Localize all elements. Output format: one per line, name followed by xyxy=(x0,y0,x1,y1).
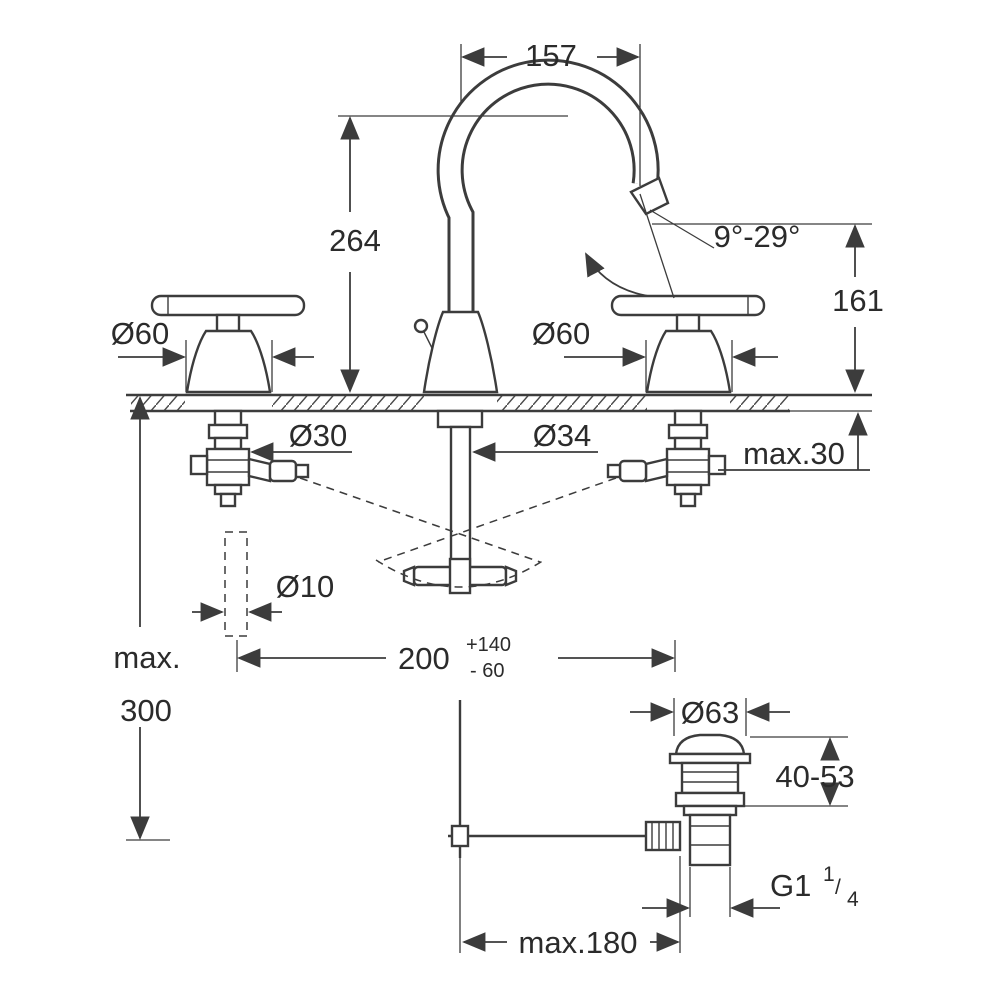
deck-hatch xyxy=(272,396,424,410)
waste-thread-denominator: 4 xyxy=(847,888,859,911)
left-handle-cone xyxy=(185,329,272,394)
right-handle-cone xyxy=(645,329,732,394)
swivel-range-dashed xyxy=(299,477,617,588)
spout-base-cone xyxy=(422,310,499,394)
pullrod-knob xyxy=(413,318,429,334)
dimension-lines xyxy=(118,47,868,952)
right-handle-lever xyxy=(610,294,766,317)
rod-clamp xyxy=(450,824,470,848)
angle-range-label: 9°-29° xyxy=(714,219,801,254)
extension-lines xyxy=(126,44,872,953)
dimension-labels: 157 264 9°-29° 161 Ø60 Ø60 Ø30 Ø34 max.3… xyxy=(111,38,884,960)
handle-dia-right-label: Ø60 xyxy=(532,316,591,351)
rod-dia-label: Ø10 xyxy=(276,569,335,604)
deck xyxy=(126,393,872,413)
waste-tailpiece xyxy=(688,813,732,867)
waste-height-range-label: 40-53 xyxy=(775,759,854,794)
handle-dia-left-label: Ø60 xyxy=(111,316,170,351)
angle-indicator xyxy=(585,193,715,299)
spread-minus-tolerance: - 60 xyxy=(470,660,504,682)
hole-dia-left-label: Ø30 xyxy=(289,418,348,453)
rod-to-waste-label: max.180 xyxy=(519,925,638,960)
spout-reach-label: 157 xyxy=(525,38,577,73)
left-handle-lever xyxy=(150,294,306,317)
hole-dia-center-label: Ø34 xyxy=(533,418,592,453)
rod-linkage xyxy=(448,700,646,858)
waste-dome xyxy=(674,733,746,756)
spread-plus-tolerance: +140 xyxy=(466,634,511,656)
outlet-height-label: 161 xyxy=(832,283,884,318)
right-valve-assembly xyxy=(606,409,727,508)
spread-label: 200 xyxy=(398,641,450,676)
center-shank xyxy=(402,409,518,595)
depth-max-value-label: 300 xyxy=(120,693,172,728)
left-handle-post xyxy=(215,313,241,333)
waste-thread-base-label: G1 xyxy=(770,868,811,903)
waste-assembly xyxy=(644,733,752,867)
deck-thickness-label: max.30 xyxy=(743,436,845,471)
knurled-nut xyxy=(644,820,682,852)
left-valve-assembly xyxy=(189,409,310,508)
waste-flange-dia-label: Ø63 xyxy=(681,695,740,730)
depth-max-word-label: max. xyxy=(113,640,180,675)
right-handle xyxy=(610,294,766,394)
spout-top-height-label: 264 xyxy=(329,223,381,258)
deck-hatch xyxy=(497,396,647,410)
spout xyxy=(413,58,670,394)
waste-flange xyxy=(668,752,752,765)
deck-hatch xyxy=(730,396,789,410)
waste-thread-slash: / xyxy=(835,876,841,899)
right-handle-post xyxy=(675,313,701,333)
waste-thread-numerator: 1 xyxy=(823,863,835,886)
left-handle xyxy=(150,294,306,394)
pull-rod-dashed xyxy=(224,531,248,637)
